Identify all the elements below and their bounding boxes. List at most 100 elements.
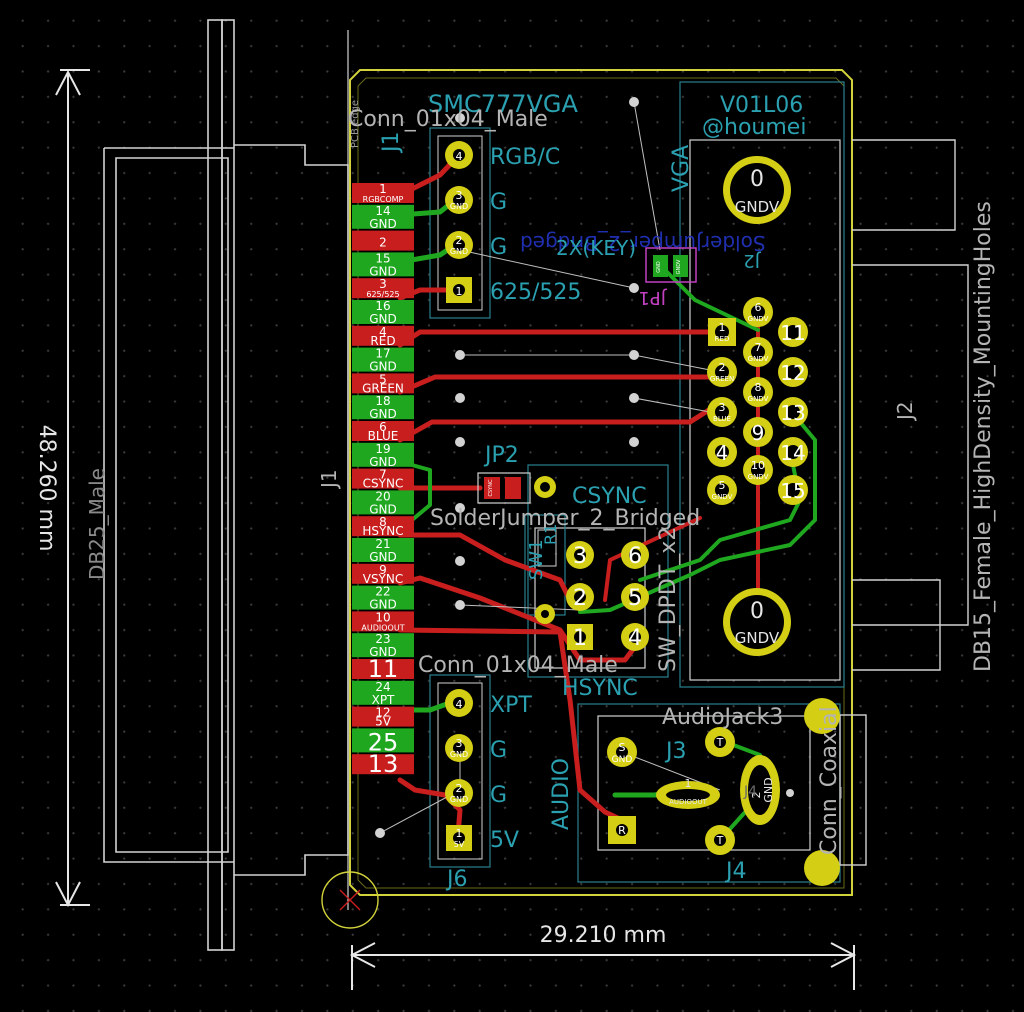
db25-pad-20: [352, 490, 414, 515]
db25-pad-2: [352, 230, 414, 251]
board-edge-cuts: [349, 69, 853, 896]
jp2-pad-1-net: CSYNC: [488, 479, 494, 496]
db15-pin-hole: [751, 463, 765, 477]
db25-pad-num: 14: [375, 204, 390, 218]
header-pin-num: 1: [456, 285, 463, 298]
db25-pad-5: [352, 373, 414, 394]
trace-vsync: [397, 575, 643, 663]
vga-area-outline: [679, 81, 845, 688]
db25-pads: 1RGBCOMP14GND215GND3625/52516GND4RED17GN…: [352, 182, 414, 778]
db25-pad-net: GND: [369, 264, 397, 278]
header-pin-label: RGB/C: [490, 145, 560, 170]
db25-pad-6: [352, 421, 414, 441]
db25-pad-net: GND: [369, 217, 397, 231]
header-pin-num: 3: [456, 737, 463, 750]
header-pin-hole: [453, 194, 465, 206]
header-pin-label: 5V: [490, 828, 519, 853]
header-pin-hole: [453, 697, 465, 709]
coax-value: Conn_Coaxial: [817, 706, 842, 855]
switch-pin-num: 4: [628, 626, 642, 651]
header-pin-hole: [453, 742, 465, 754]
db15-pin-hole: [715, 405, 729, 419]
db25-pad-11: [352, 659, 414, 679]
db25-pad-num: 18: [375, 394, 390, 408]
audio-marker-dot: [786, 789, 794, 797]
db25-body: [234, 144, 349, 876]
db25-pad-num: 8: [379, 515, 387, 529]
audio-label: AUDIO: [549, 758, 574, 830]
header-pin-label: G: [490, 190, 507, 215]
jp1-pad-2: [673, 255, 688, 277]
db25-pad-num: 7: [379, 468, 387, 482]
db25-pad-net: CSYNC: [363, 477, 404, 491]
trace-5v: [397, 777, 463, 838]
db25-pad-1: [352, 183, 414, 203]
switch-pin-num: 2: [573, 586, 587, 611]
db15-pin-num: 13: [780, 401, 805, 425]
db25-pad-net: GND: [369, 502, 397, 516]
jp1-solder-jumper: GND GNDV: [645, 247, 697, 283]
jp2-value: SolderJumper_2_Bridged: [430, 506, 700, 531]
audio-pad-hole: [714, 834, 726, 846]
header-pin-label: XPT: [490, 693, 532, 718]
j1-header-ref: J1: [379, 132, 404, 155]
jumper-2x-label: 2X(KEY): [556, 236, 636, 260]
jp1-pad-2-net: GNDV: [676, 259, 682, 274]
db15-pin-net: GREEN: [710, 375, 734, 383]
db25-pad-12: [352, 706, 414, 727]
db25-pad-num: 16: [375, 299, 390, 313]
db25-pad-num: 15: [375, 251, 390, 265]
db25-pad-net: 625/525: [366, 290, 399, 299]
db25-pad-8: [352, 516, 414, 537]
jp1-ref: JP1: [638, 287, 667, 308]
solder-jumper-mirror: SolderJumper_2_Bridged: [520, 231, 766, 255]
audio-oval-2-num: 2: [750, 792, 763, 799]
db15-pin-hole: [786, 365, 800, 379]
trace-hsync: [397, 532, 573, 603]
db25-pad-num: 23: [375, 632, 390, 646]
j4-ref: J4: [724, 859, 747, 884]
db25-pad-net: GND: [369, 407, 397, 421]
db15-pin-hole: [786, 483, 800, 497]
switch-pin-num: 6: [628, 544, 642, 569]
db25-pad-num: 10: [375, 610, 390, 624]
db25-pad-num: 12: [375, 706, 390, 720]
switch-pin-hole: [574, 549, 586, 561]
header-pin-net: GND: [450, 750, 468, 759]
switch-pin-num: 1: [573, 626, 587, 651]
db25-pad-num: 6: [379, 420, 387, 434]
db25-pad-num: 17: [375, 347, 390, 361]
db15-pin-net: GNDV: [748, 473, 769, 481]
switch-csync-label: CSYNC: [572, 484, 647, 509]
audio-oval-2-net: GND: [762, 777, 775, 802]
switch-pin-hole: [629, 591, 641, 603]
trace-vsync-vga: [603, 516, 702, 602]
db15-pin-hole: [751, 425, 765, 439]
coax-pad-bottom: [804, 850, 840, 886]
db25-shell: [103, 147, 234, 863]
db25-pad-9: [352, 563, 414, 584]
jp2-ref: JP2: [483, 443, 519, 468]
header-pin-hole: [453, 149, 465, 161]
header-pin-num: 2: [456, 234, 463, 247]
switch-value: SW_DPDT_x2: [656, 527, 681, 672]
db25-pad-7: [352, 468, 414, 489]
db15-pin-hole: [715, 325, 729, 339]
j3-ref: J3: [664, 739, 687, 764]
audio-pad-num: R: [618, 824, 626, 837]
audio-oval-1-num: 1: [685, 777, 692, 790]
db25-pad-num: 2: [379, 236, 387, 250]
db15-pin-hole: [715, 483, 729, 497]
db25-pad-num: 4: [379, 325, 387, 339]
header-pin-label: G: [490, 235, 507, 260]
db15-pin-num: 5: [719, 479, 726, 492]
db15-external-outline: [321, 139, 969, 929]
db15-pin-num: 4: [716, 441, 729, 465]
r1-resistor: [535, 529, 557, 624]
db25-pad-num: 21: [375, 537, 390, 551]
db15-pin-num: 14: [780, 441, 805, 465]
db25-pad-net: XPT: [372, 693, 395, 707]
